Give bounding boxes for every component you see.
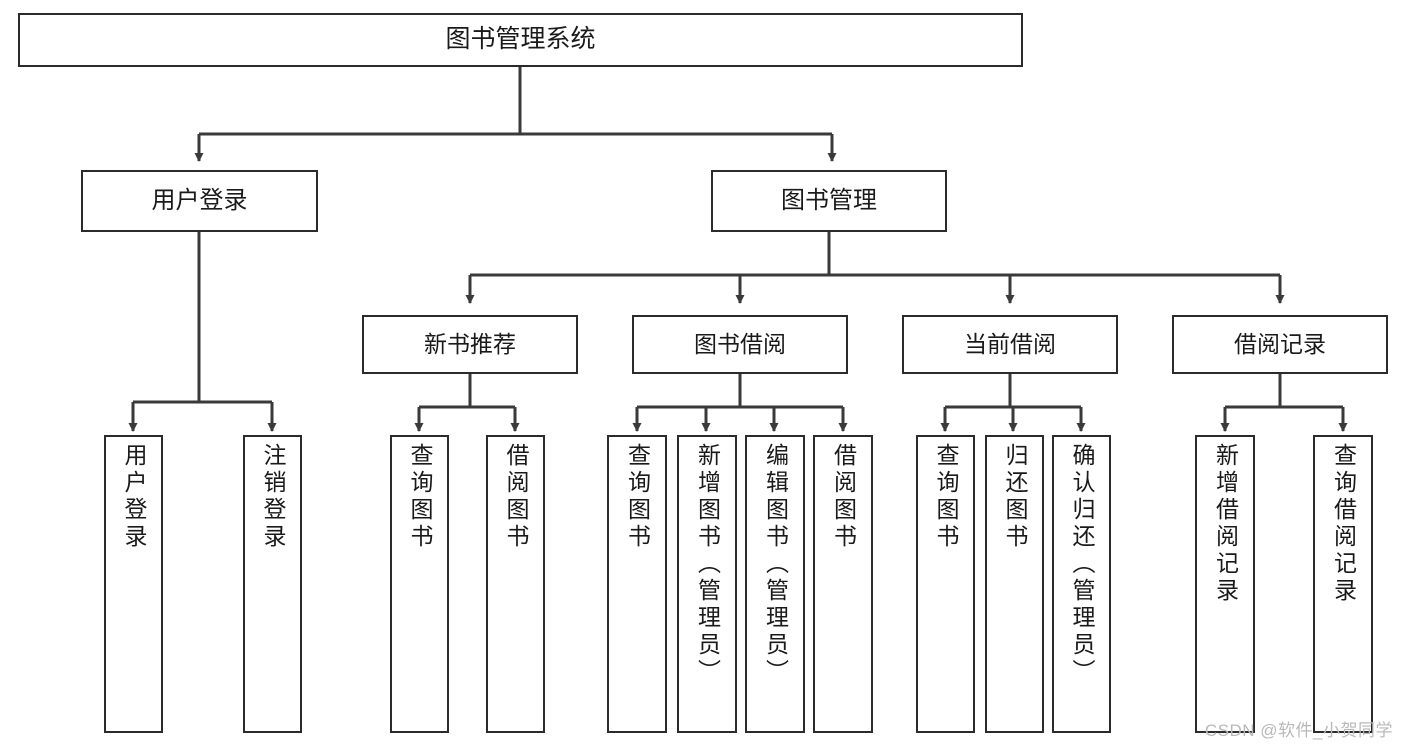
node-label: 图书管理系统 bbox=[445, 25, 596, 54]
node-label: 图书借阅 bbox=[694, 330, 786, 357]
leaf-borrow-edit-book-admin[interactable]: 编辑图书（管理员） bbox=[745, 435, 805, 733]
leaf-borrow-query-book[interactable]: 查询图书 bbox=[607, 435, 667, 733]
node-book-management[interactable]: 图书管理 bbox=[711, 170, 947, 232]
leaf-recommend-borrow-book[interactable]: 借阅图书 bbox=[486, 435, 545, 733]
node-user-login[interactable]: 用户登录 bbox=[81, 170, 318, 232]
node-label: 借阅记录 bbox=[1234, 330, 1326, 357]
node-label: 用户登录 bbox=[121, 443, 147, 551]
node-label: 图书管理 bbox=[781, 186, 877, 214]
node-label: 编辑图书（管理员） bbox=[762, 443, 789, 686]
leaf-recommend-query-book[interactable]: 查询图书 bbox=[390, 435, 449, 733]
node-label: 查询图书 bbox=[407, 443, 433, 551]
node-root-book-management-system[interactable]: 图书管理系统 bbox=[18, 13, 1023, 67]
node-label: 新增借阅记录 bbox=[1212, 443, 1239, 605]
node-label: 查询图书 bbox=[624, 443, 651, 551]
node-label: 新书推荐 bbox=[424, 330, 516, 357]
node-label: 用户登录 bbox=[151, 186, 248, 214]
leaf-current-confirm-return-admin[interactable]: 确认归还（管理员） bbox=[1052, 435, 1111, 733]
leaf-borrow-add-book-admin[interactable]: 新增图书（管理员） bbox=[677, 435, 737, 733]
node-label: 新增图书（管理员） bbox=[694, 443, 721, 686]
node-label: 归还图书 bbox=[1002, 443, 1028, 551]
node-new-book-recommend[interactable]: 新书推荐 bbox=[362, 315, 578, 374]
node-borrow-record[interactable]: 借阅记录 bbox=[1172, 315, 1388, 374]
leaf-current-return-book[interactable]: 归还图书 bbox=[985, 435, 1044, 733]
node-label: 借阅图书 bbox=[830, 443, 857, 551]
leaf-user-login-signout[interactable]: 注销登录 bbox=[243, 435, 302, 733]
node-label: 借阅图书 bbox=[503, 443, 529, 551]
leaf-current-query-book[interactable]: 查询图书 bbox=[916, 435, 975, 733]
node-label: 确认归还（管理员） bbox=[1069, 443, 1095, 686]
watermark-text: CSDN @软件_小贺同学 bbox=[1204, 721, 1393, 740]
leaf-record-query-borrow-record[interactable]: 查询借阅记录 bbox=[1313, 435, 1373, 733]
node-label: 注销登录 bbox=[260, 443, 286, 551]
node-label: 当前借阅 bbox=[964, 330, 1056, 357]
node-current-borrow[interactable]: 当前借阅 bbox=[902, 315, 1118, 374]
node-book-borrow[interactable]: 图书借阅 bbox=[632, 315, 848, 374]
leaf-borrow-borrow-book[interactable]: 借阅图书 bbox=[813, 435, 873, 733]
leaf-record-add-borrow-record[interactable]: 新增借阅记录 bbox=[1195, 435, 1255, 733]
leaf-user-login-signin[interactable]: 用户登录 bbox=[104, 435, 163, 733]
node-label: 查询图书 bbox=[933, 443, 959, 551]
node-label: 查询借阅记录 bbox=[1330, 443, 1357, 605]
